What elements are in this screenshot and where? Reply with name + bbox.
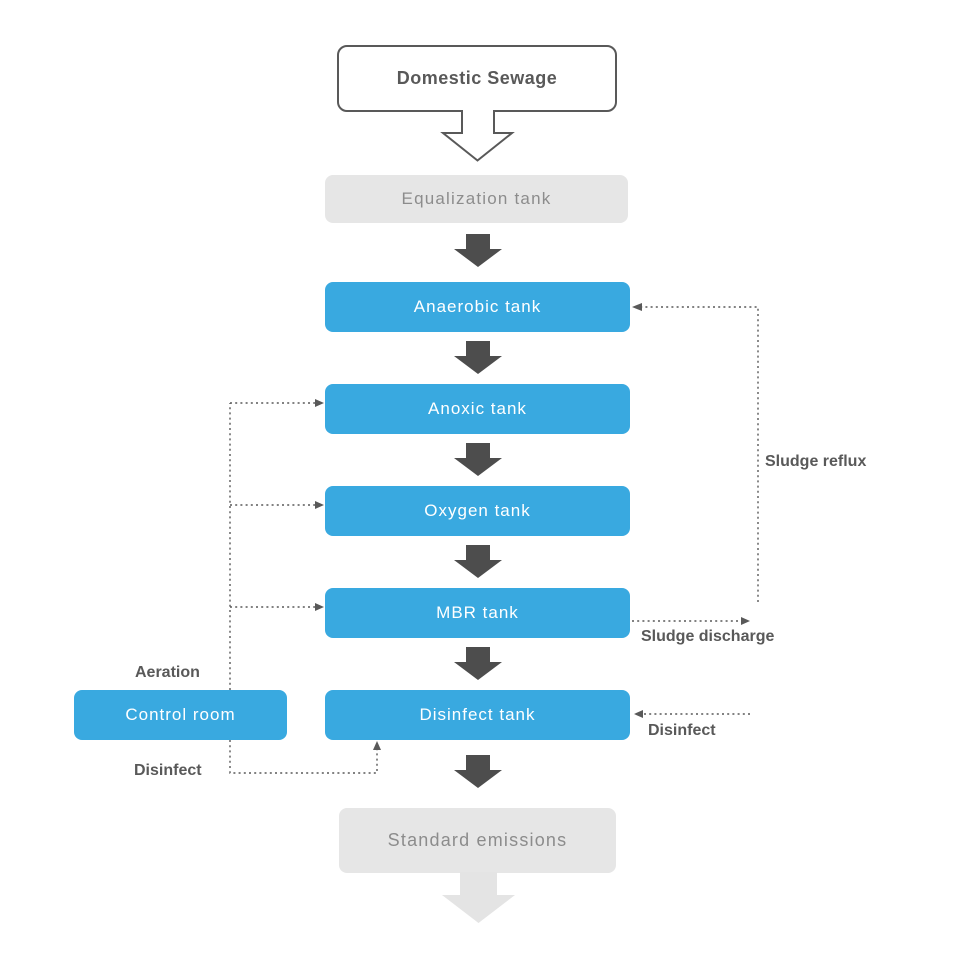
node-anaerobic-tank[interactable]: Anaerobic tank (325, 282, 630, 332)
node-domestic-sewage[interactable]: Domestic Sewage (337, 45, 617, 112)
node-standard-emissions[interactable]: Standard emissions (339, 808, 616, 873)
node-anoxic-tank[interactable]: Anoxic tank (325, 384, 630, 434)
down-arrow-icon (454, 341, 502, 374)
edge-label-disinfect-control: Disinfect (134, 762, 202, 779)
connector-sludge-reflux (642, 306, 759, 602)
connector-disinfect-control (229, 740, 378, 774)
node-oxygen-tank[interactable]: Oxygen tank (325, 486, 630, 536)
arrowhead-into-disinfect-icon (634, 710, 643, 718)
edge-label-sludge-discharge: Sludge discharge (641, 628, 775, 645)
arrowhead-into-mbr-icon (315, 603, 324, 611)
arrowhead-discharge-icon (741, 617, 750, 625)
arrowhead-into-anaerobic-icon (632, 303, 642, 311)
node-disinfect-tank[interactable]: Disinfect tank (325, 690, 630, 740)
down-arrow-icon (454, 545, 502, 578)
arrowhead-up-into-disinfect-icon (373, 741, 381, 750)
edge-label-aeration: Aeration (135, 664, 200, 681)
arrowhead-into-oxygen-icon (315, 501, 324, 509)
output-down-arrow-icon (442, 872, 515, 923)
down-arrow-icon (454, 443, 502, 476)
node-equalization-tank[interactable]: Equalization tank (325, 175, 628, 223)
edge-label-disinfect-dosing: Disinfect (648, 722, 716, 739)
down-arrow-icon (454, 755, 502, 788)
edge-label-sludge-reflux: Sludge reflux (765, 453, 867, 470)
arrowhead-into-anoxic-icon (315, 399, 324, 407)
down-arrow-icon (454, 234, 502, 267)
node-control-room[interactable]: Control room (74, 690, 287, 740)
down-arrow-icon (454, 647, 502, 680)
hollow-down-arrow-icon (440, 110, 515, 162)
node-mbr-tank[interactable]: MBR tank (325, 588, 630, 638)
